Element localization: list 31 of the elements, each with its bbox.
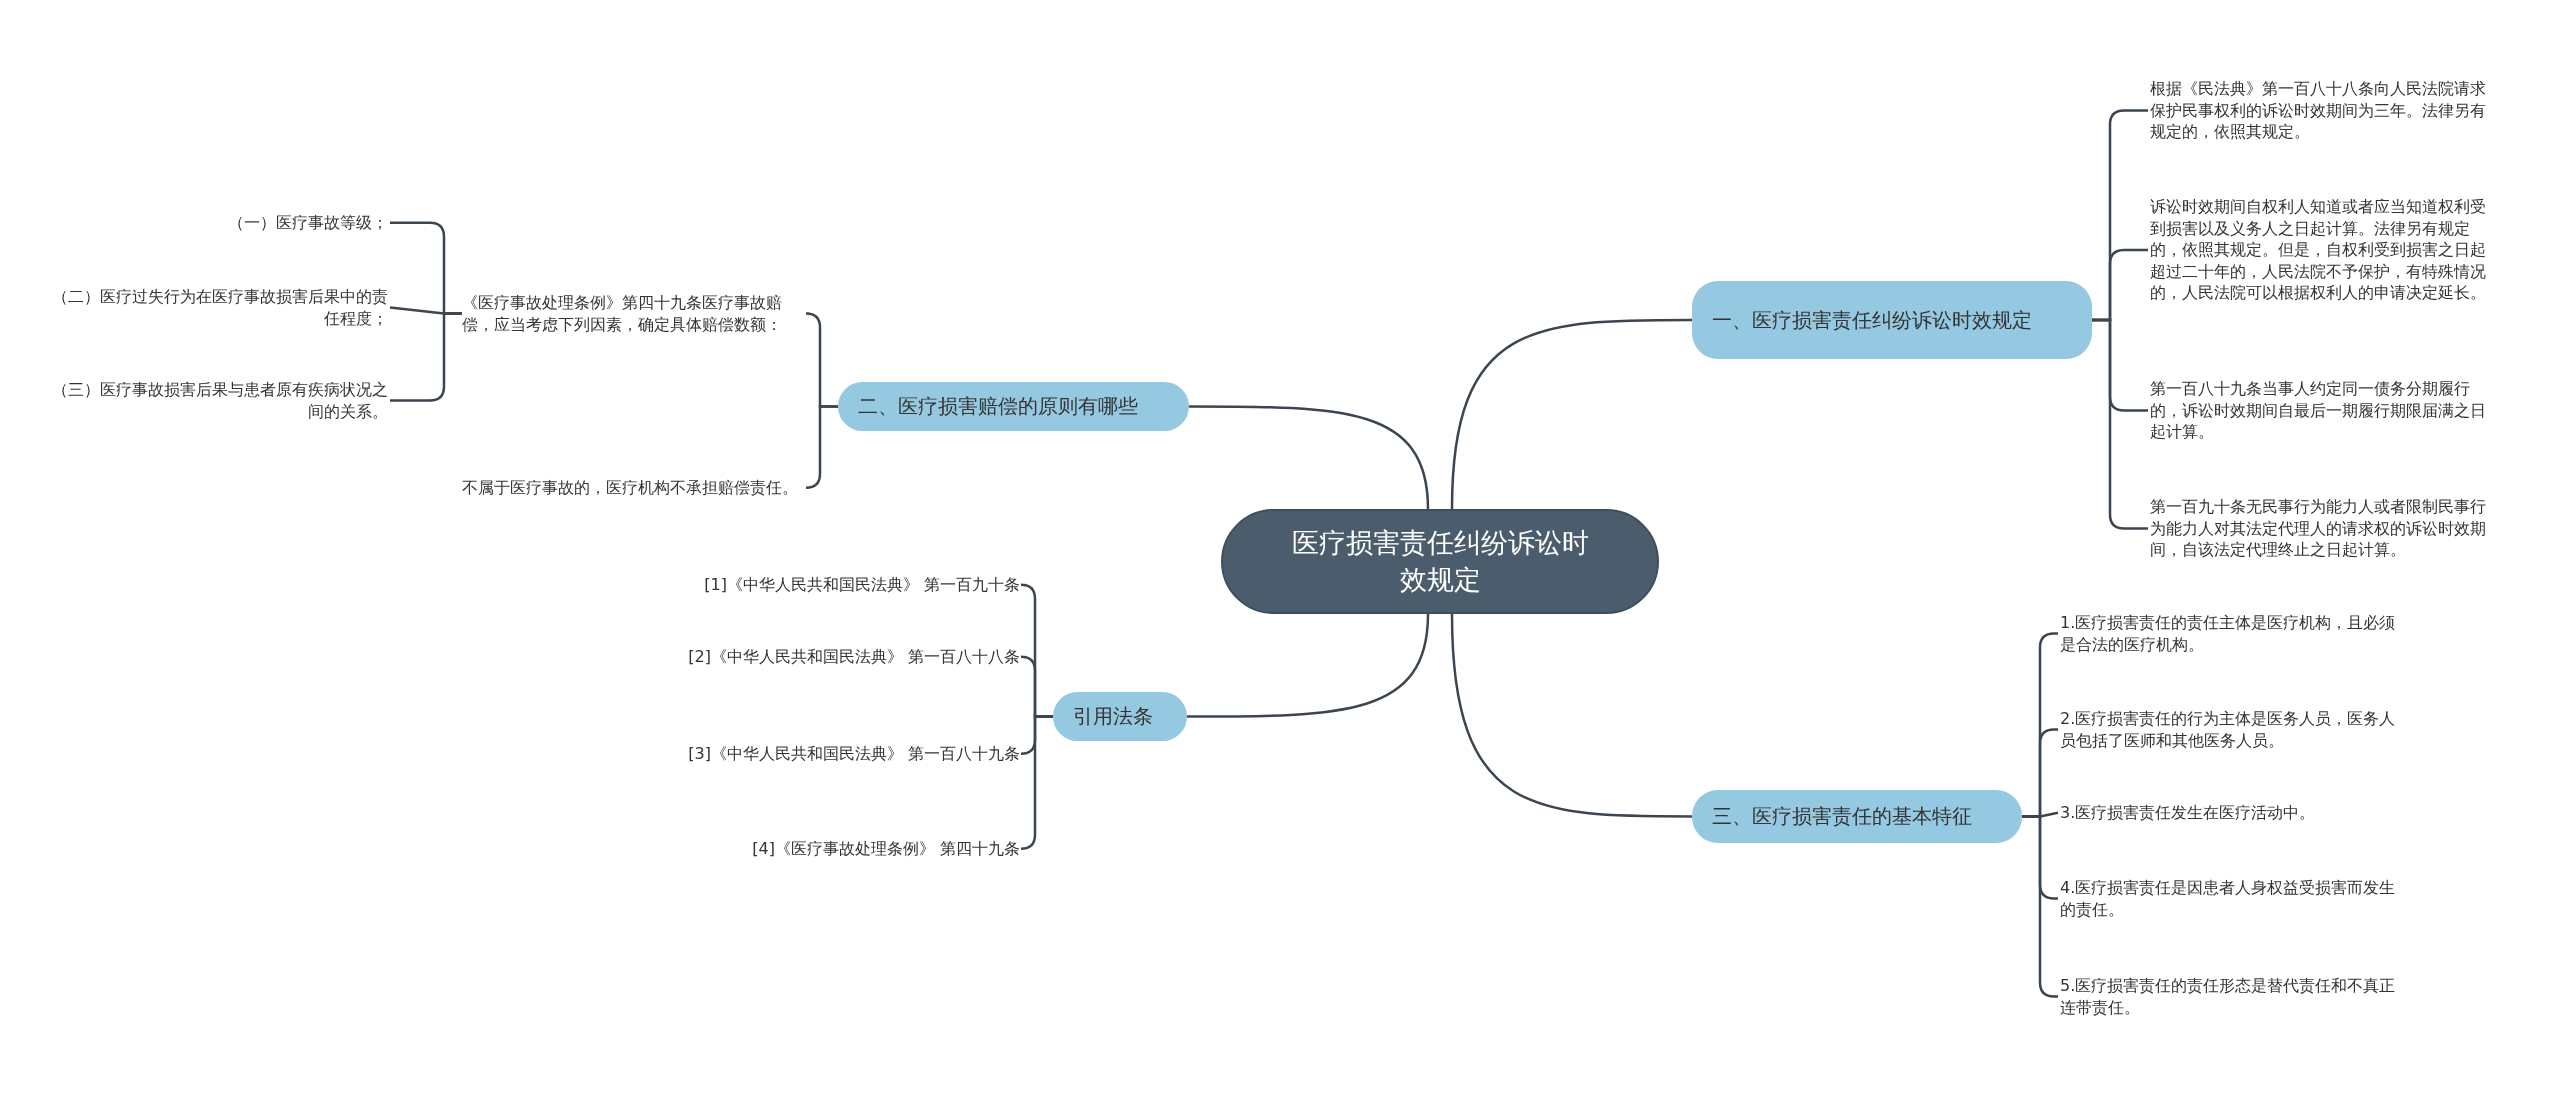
note-text: 5.医疗损害责任的责任形态是替代责任和不真正连带责任。 [2060, 975, 2405, 1019]
connector-line [2092, 318, 2148, 530]
note-text: [1]《中华人民共和国民法典》 第一百九十条 [640, 574, 1020, 596]
note-text: [2]《中华人民共和国民法典》 第一百八十八条 [640, 646, 1020, 668]
topic-pill: 三、医疗损害责任的基本特征 [1692, 790, 2022, 843]
connector-line [390, 312, 462, 402]
connector-line [1450, 613, 1692, 818]
connector-line [1189, 405, 1430, 510]
note-text: [3]《中华人民共和国民法典》 第一百八十九条 [640, 743, 1020, 765]
note-text: 不属于医疗事故的，医疗机构不承担赔偿责任。 [462, 477, 807, 499]
topic-pill: 一、医疗损害责任纠纷诉讼时效规定 [1692, 281, 2092, 359]
note-text: 第一百九十条无民事行为能力人或者限制民事行为能力人对其法定代理人的请求权的诉讼时效期间，自该法定代理终止之日起计算。 [2150, 496, 2495, 561]
note-text: 《医疗事故处理条例》第四十九条医疗事故赔偿，应当考虑下列因素，确定具体赔偿数额： [462, 292, 807, 336]
connector-line [1450, 318, 1692, 510]
note-text: 4.医疗损害责任是因患者人身权益受损害而发生的责任。 [2060, 877, 2405, 921]
note-text: [4]《医疗事故处理条例》 第四十九条 [640, 838, 1020, 860]
central-topic: 医疗损害责任纠纷诉讼时效规定 [1221, 509, 1659, 614]
connector-line [1187, 613, 1430, 718]
note-text: （一）医疗事故等级； [40, 212, 388, 234]
note-text: 第一百八十九条当事人约定同一债务分期履行的，诉讼时效期间自最后一期履行期限届满之日起计算。 [2150, 378, 2495, 443]
topic-pill: 二、医疗损害赔偿的原则有哪些 [838, 382, 1189, 431]
note-text: 1.医疗损害责任的责任主体是医疗机构，且必须是合法的医疗机构。 [2060, 612, 2405, 656]
connector-line [1019, 715, 1053, 851]
note-text: 2.医疗损害责任的行为主体是医务人员，医务人员包括了医师和其他医务人员。 [2060, 708, 2405, 752]
note-text: 诉讼时效期间自权利人知道或者应当知道权利受到损害以及义务人之日起计算。法律另有规定的，依照其规定。但是，自权利受到损害之日起超过二十年的，人民法院不予保护，有特殊情况的，人民法院可以根据权利人的申请决定延长。 [2150, 196, 2495, 304]
note-text: （三）医疗事故损害后果与患者原有疾病状况之间的关系。 [40, 379, 388, 423]
note-text: （二）医疗过失行为在医疗事故损害后果中的责任程度； [40, 286, 388, 330]
connector-line [804, 405, 838, 490]
note-text: 根据《民法典》第一百八十八条向人民法院请求保护民事权利的诉讼时效期间为三年。法律另有规定的，依照其规定。 [2150, 78, 2495, 143]
topic-pill: 引用法条 [1053, 692, 1187, 741]
note-text: 3.医疗损害责任发生在医疗活动中。 [2060, 802, 2405, 824]
